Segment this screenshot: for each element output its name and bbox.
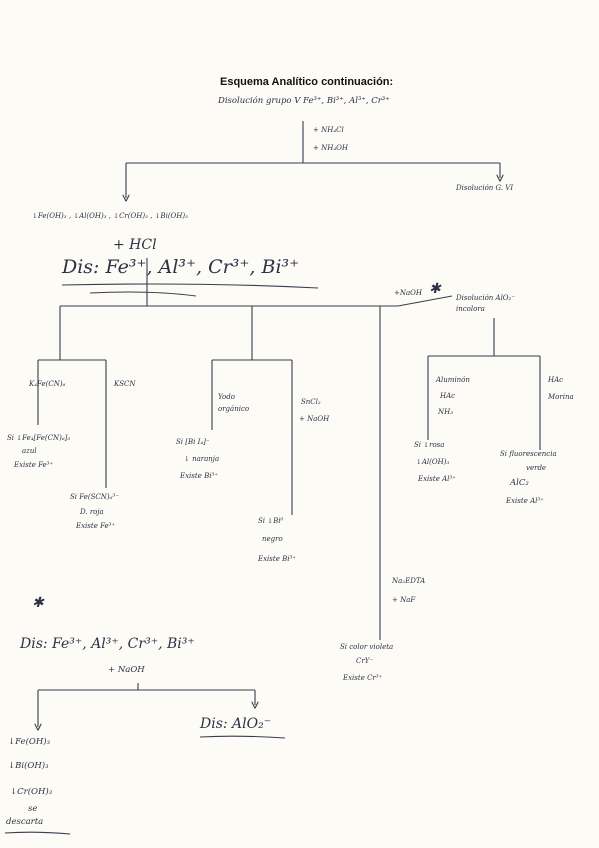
aluminate-label: Disolución AlO₂⁻ incolora [456,294,516,313]
bi-result-right-1: Si ↓Bi⁰ [258,517,284,525]
reagent-nh4cl: + NH₄Cl [313,126,344,134]
bottom-dis: Dis: Fe³⁺, Al³⁺, Cr³⁺, Bi³⁺ [20,636,195,652]
al-result-right-4: Existe Al³⁺ [506,497,544,505]
dis-main: Dis: Fe³⁺, Al³⁺, Cr³⁺, Bi³⁺ [62,256,300,278]
al-reagent-left-2: HAc [440,392,456,400]
bi-result-right-2: negro [262,535,283,543]
bottom-dis-right: Dis: AlO₂⁻ [200,716,272,732]
fe-result-right-3: Existe Fe³⁺ [76,522,116,530]
star-mark: ✱ [429,281,441,297]
fe-result-right-2: D. roja [80,508,104,516]
fe-result-left-3: Existe Fe³⁺ [14,461,54,469]
naoh-line [397,295,453,307]
fe-reagent-right: KSCN [114,380,136,388]
bi-result-left-1: Si [Bi I₄]⁻ [176,438,210,446]
al-result-left-3: Existe Al³⁺ [418,475,456,483]
cr-result-1: Si color violeta [340,643,394,651]
al-result-right-3: AlC₂ [510,478,529,488]
cr-result-3: Existe Cr³⁺ [343,674,383,682]
page-subtitle: Disolución grupo V Fe³⁺, Bi³⁺, Al³⁺, Cr³… [218,96,390,106]
fe-result-left-1: Si ↓Fe₄[Fe(CN)₆]₃ [7,434,71,442]
bi-result-right-3: Existe Bi³⁺ [258,555,296,563]
fe-result-right-1: Si Fe(SCN)₆³⁻ [70,493,119,501]
bi-reagent-right-2: + NaOH [299,415,330,423]
cr-result-2: CrY⁻ [356,657,374,665]
bottom-star: ✱ [32,595,44,611]
fe-reagent-left: K₄Fe(CN)₆ [29,380,66,388]
al-reagent-left-1: Aluminón [436,376,470,384]
bottom-precip-2: ↓Bi(OH)₃ [8,761,49,771]
bi-result-left-2: ↓ naranja [184,455,220,463]
al-result-right-2: verde [526,464,547,472]
cr-reagent-1: Na₂EDTA [392,577,426,585]
bottom-precip-1: ↓Fe(OH)₃ [8,737,51,747]
fe-result-left-2: azul [22,447,37,455]
plus-hcl: + HCl [113,237,157,253]
al-reagent-right-2: Morina [548,393,574,401]
cr-reagent-2: + NaF [392,596,416,604]
page-title: Esquema Analítico continuación: [220,76,394,88]
reagent-nh4oh: + NH₄OH [313,144,348,152]
dissolution-g6: Disolución G. VI [456,184,514,192]
al-reagent-left-3: NH₃ [438,408,454,416]
bi-reagent-left-1: Yodo [218,393,235,401]
dis-underline [61,283,319,289]
precipitates-label: ↓Fe(OH)₃ , ↓Al(OH)₃ , ↓Cr(OH)₃ , ↓Bi(OH)… [32,212,188,220]
naoh-reagent: +NaOH [394,289,423,297]
al-result-left-1: Si ↓rosa [414,441,445,449]
bi-reagent-left-2: orgánico [218,405,250,413]
al-result-right-1: Si fluorescencia [500,450,557,458]
bottom-precip-3: ↓Cr(OH)₃ [10,787,53,797]
bottom-descarta: descarta [6,817,44,827]
al-reagent-right-1: HAc [548,376,564,384]
bi-reagent-right-1: SnCl₂ [301,398,321,406]
bottom-plus-naoh: + NaOH [108,665,145,675]
bottom-se: se [28,804,38,814]
al-result-left-2: ↓Al(OH)₃ [416,458,450,466]
bi-result-left-3: Existe Bi³⁺ [180,472,218,480]
